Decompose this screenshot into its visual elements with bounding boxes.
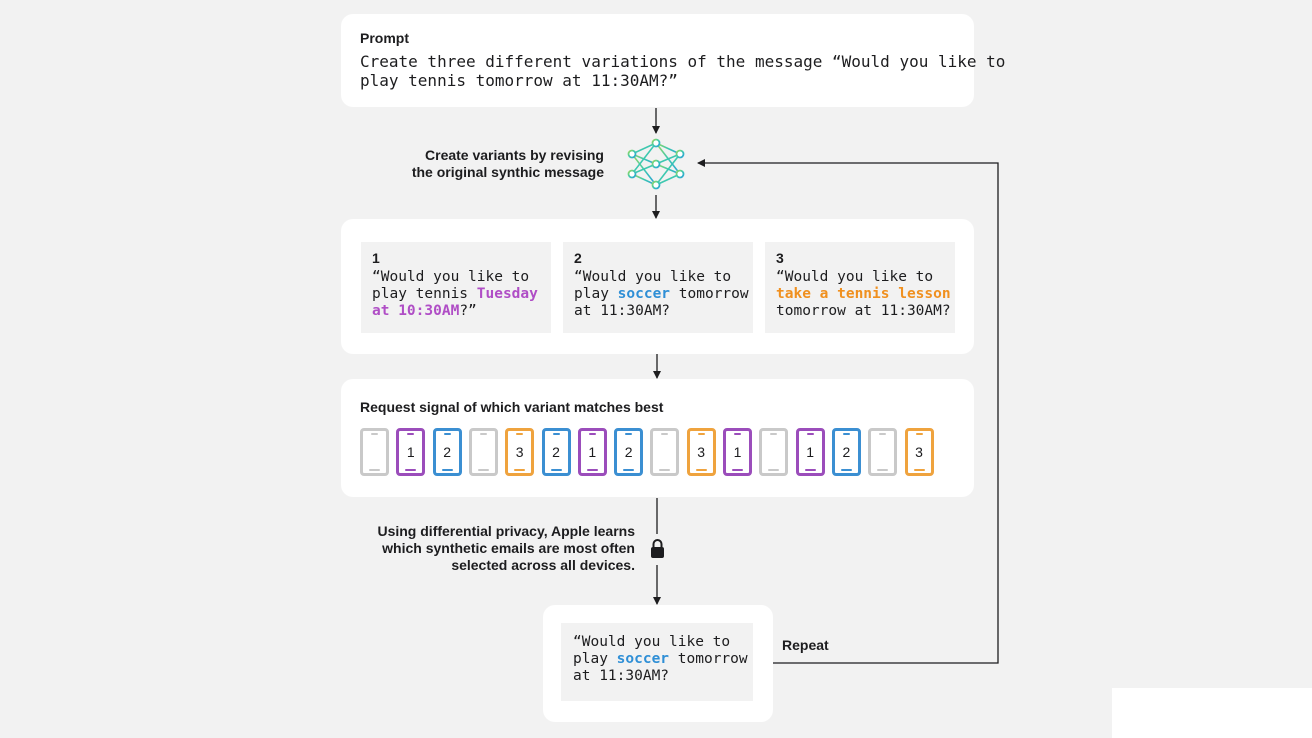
device-vote-label: 2 [552, 444, 560, 460]
result-card: “Would you like to play soccer tomorrow … [543, 605, 773, 722]
device-vote-label: 3 [915, 444, 923, 460]
prompt-label: Prompt [360, 30, 409, 46]
device-vote-label: 1 [806, 444, 814, 460]
variant-text: “Would you like to take a tennis lesson … [776, 269, 951, 319]
device-phone-icon: 3 [904, 428, 934, 476]
device-phone-icon [650, 428, 680, 476]
device-phone-icon: 2 [541, 428, 571, 476]
device-phone-icon: 1 [577, 428, 607, 476]
device-phone-icon: 1 [396, 428, 426, 476]
prompt-text: Create three different variations of the… [360, 52, 1006, 90]
device-vote-label: 1 [588, 444, 597, 460]
device-phone-icon: 1 [723, 428, 752, 476]
device-phone-icon: 3 [505, 428, 535, 476]
device-phone-icon: 2 [831, 428, 861, 476]
device-vote-label: 1 [733, 444, 742, 460]
device-phone-icon: 3 [686, 428, 716, 476]
prompt-card: Prompt Create three different variations… [341, 14, 1005, 107]
privacy-caption: Using differential privacy, Apple learns… [377, 523, 635, 573]
variant-1: 1 “Would you like to play tennis Tuesday… [361, 242, 551, 333]
variant-2: 2 “Would you like to play soccer tomorro… [563, 242, 753, 333]
variant-number: 1 [372, 250, 380, 266]
device-phone-icon [868, 428, 898, 476]
neural-network-icon [627, 138, 685, 190]
repeat-loop-arrow [697, 159, 999, 664]
device-vote-label: 1 [406, 444, 415, 460]
device-vote-label: 2 [624, 444, 633, 460]
result-text: “Would you like to play soccer tomorrow … [573, 634, 748, 684]
variant-3: 3 “Would you like to take a tennis lesso… [765, 242, 955, 333]
device-vote-label: 3 [697, 444, 706, 460]
variant-text: “Would you like to play soccer tomorrow … [574, 269, 749, 319]
device-phone-icon: 1 [795, 428, 825, 476]
device-phone-icon [468, 428, 498, 476]
device-phone-icon [759, 428, 789, 476]
signal-card: Request signal of which variant matches … [341, 379, 974, 497]
device-vote-label: 2 [443, 444, 451, 460]
lock-icon [651, 539, 664, 558]
variant-text: “Would you like to play tennis Tuesday a… [372, 269, 538, 319]
device-phone-icon: 2 [614, 428, 644, 476]
signal-label: Request signal of which variant matches … [360, 399, 664, 415]
repeat-label: Repeat [782, 637, 829, 653]
device-vote-label: 3 [515, 444, 524, 460]
device-phone-icon: 2 [432, 428, 462, 476]
watermark-area [1112, 688, 1312, 738]
variant-number: 3 [776, 250, 784, 266]
selected-variant: “Would you like to play soccer tomorrow … [561, 623, 753, 701]
variant-number: 2 [574, 250, 582, 266]
model-caption: Create variants by revising the original… [411, 147, 604, 180]
device-vote-label: 2 [842, 444, 851, 460]
device-phone-icon [360, 428, 389, 476]
variants-card: 1 “Would you like to play tennis Tuesday… [341, 219, 974, 354]
